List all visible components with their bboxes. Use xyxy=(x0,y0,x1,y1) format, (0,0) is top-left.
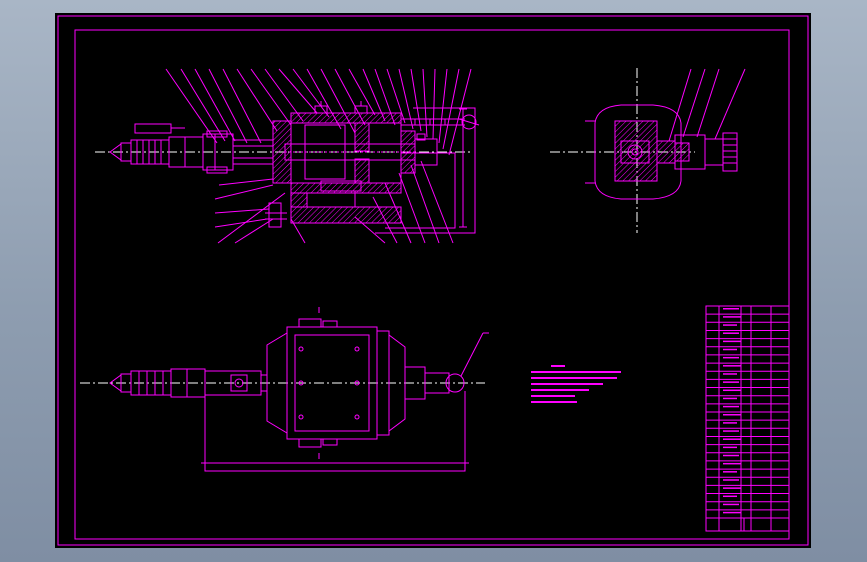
title-block-row-text xyxy=(723,414,741,416)
title-block-row-text xyxy=(723,446,737,449)
title-block-row-text xyxy=(723,438,741,440)
title-block-row-text xyxy=(723,348,737,351)
title-block-row-text xyxy=(723,462,741,465)
section-view xyxy=(95,68,480,244)
title-block-row-text xyxy=(723,511,741,514)
top-view xyxy=(80,307,489,472)
title-block-row-text xyxy=(723,356,739,359)
title-block-row-text xyxy=(723,389,741,392)
title-block-row-text xyxy=(723,487,741,489)
title-block-row-text xyxy=(723,471,737,473)
title-block-row-text xyxy=(723,316,741,318)
section-leaders-bottom xyxy=(214,160,454,244)
title-block-row-text xyxy=(723,381,739,383)
title-block-row-text xyxy=(723,324,737,326)
drawing-sheet xyxy=(55,13,811,548)
outer-frame xyxy=(57,15,809,546)
technical-notes xyxy=(531,365,621,403)
title-block-row-text xyxy=(723,422,737,424)
title-block-row-text xyxy=(723,373,737,375)
title-block-row-text xyxy=(723,479,739,481)
title-block-row-text xyxy=(723,340,741,343)
title-block-row-text xyxy=(723,454,739,457)
drawing-canvas xyxy=(57,15,809,546)
title-block-row-text xyxy=(723,405,739,408)
side-view xyxy=(550,68,746,233)
title-block-row-text xyxy=(723,503,739,506)
title-block xyxy=(705,305,790,532)
title-block-row-text xyxy=(723,397,737,400)
title-block-row-text xyxy=(723,308,739,310)
title-block-row-text xyxy=(723,495,737,498)
title-block-row-text xyxy=(723,365,741,367)
title-block-row-text xyxy=(723,332,739,334)
section-leaders-top xyxy=(165,68,472,156)
title-block-row-text xyxy=(723,430,739,432)
inner-frame xyxy=(74,29,790,540)
